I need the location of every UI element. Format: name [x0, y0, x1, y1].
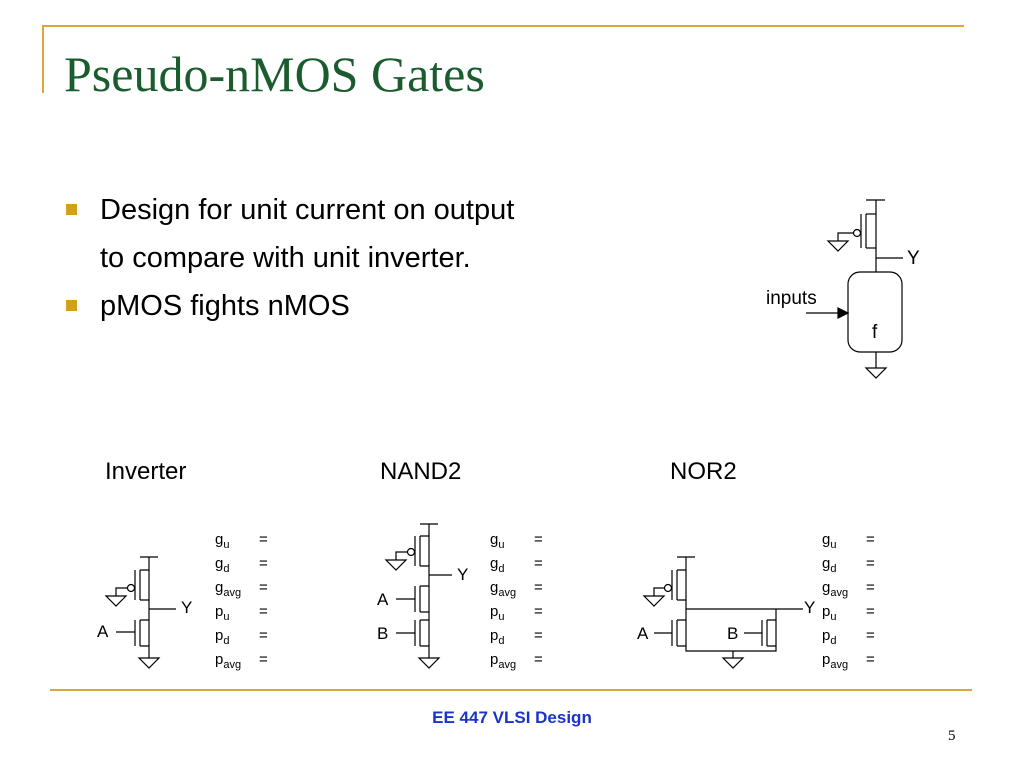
effort-row: pd=: [490, 627, 543, 647]
nand2-heading: NAND2: [380, 458, 462, 485]
top-output-label: Y: [907, 248, 920, 269]
effort-row: pavg=: [490, 651, 543, 671]
bullet-text: pMOS fights nMOS: [100, 290, 350, 322]
effort-row: gu=: [490, 531, 543, 551]
inverter-input-label-a: A: [97, 622, 109, 641]
frame-bottom-rule: [50, 689, 972, 691]
page-number: 5: [948, 728, 956, 744]
slide-title: Pseudo-nMOS Gates: [64, 46, 485, 102]
effort-row: pavg=: [215, 651, 268, 671]
nor2-input-label-a: A: [637, 624, 649, 643]
effort-row: pavg=: [822, 651, 875, 671]
nand2-output-label: Y: [457, 565, 469, 584]
nor2-output-label: Y: [804, 598, 816, 617]
bullet-marker-icon: [66, 204, 77, 215]
bullet-item: pMOS fights nMOS: [60, 282, 514, 330]
effort-row: gd=: [822, 555, 875, 575]
frame-top-rule: [42, 25, 964, 27]
nor2-heading: NOR2: [670, 458, 737, 485]
bullet-item: Design for unit current on output to com…: [60, 186, 514, 282]
bullet-text: Design for unit current on output: [100, 194, 515, 226]
frame-left-rule: [42, 25, 44, 93]
effort-row: pu=: [822, 603, 875, 623]
nor2-input-label-b: B: [727, 624, 739, 643]
effort-row: pd=: [215, 627, 268, 647]
nand2-input-label-b: B: [377, 624, 389, 643]
top-inputs-label: inputs: [766, 288, 817, 309]
ground-symbol: [864, 367, 888, 379]
pmos-pullup-symbol: [826, 199, 885, 252]
bullet-list: Design for unit current on output to com…: [60, 186, 514, 330]
nand2-input-label-a: A: [377, 590, 389, 609]
nor2-effort-list: gu= gd= gavg= pu= pd= pavg=: [822, 528, 886, 672]
effort-row: gavg=: [490, 579, 543, 599]
inverter-heading: Inverter: [105, 458, 187, 485]
nand2-effort-list: gu= gd= gavg= pu= pd= pavg=: [490, 528, 554, 672]
effort-row: gd=: [490, 555, 543, 575]
effort-row: pu=: [215, 603, 268, 623]
inputs-arrowhead: [837, 307, 850, 319]
effort-row: gavg=: [822, 579, 875, 599]
effort-row: gu=: [822, 531, 875, 551]
logic-block: [847, 271, 903, 353]
inverter-effort-list: gu= gd= gavg= pu= pd= pavg=: [215, 528, 279, 672]
effort-row: gu=: [215, 531, 268, 551]
effort-row: gavg=: [215, 579, 268, 599]
effort-row: pd=: [822, 627, 875, 647]
bullet-marker-icon: [66, 300, 77, 311]
bullet-text: to compare with unit inverter.: [100, 242, 471, 274]
effort-row: pu=: [490, 603, 543, 623]
inverter-output-label: Y: [181, 598, 193, 617]
effort-row: gd=: [215, 555, 268, 575]
footer-course-name: EE 447 VLSI Design: [432, 708, 592, 727]
top-block-label: f: [872, 322, 878, 343]
